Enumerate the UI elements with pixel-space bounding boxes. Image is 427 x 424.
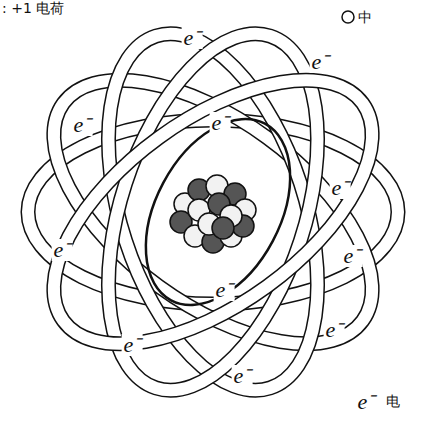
orbit-bands (9, 8, 416, 417)
orbit-band (68, 8, 357, 417)
electron-label: e⁻ (232, 365, 253, 387)
nucleus (170, 175, 256, 253)
orbit-band (68, 8, 357, 417)
orbit-band (9, 29, 416, 395)
orbit-outline (9, 29, 416, 395)
orbit-band (9, 29, 416, 395)
electron-label: e⁻ (342, 245, 363, 267)
orbit-outline (9, 29, 416, 395)
proton-ball (212, 217, 234, 239)
orbit-outline (68, 8, 357, 417)
electron-label: e⁻ (310, 51, 331, 73)
legend-text: : +1 电荷 (2, 0, 64, 16)
orbit-outline (68, 8, 357, 417)
electron-label: e⁻ (52, 239, 73, 261)
electron-label: e⁻ (214, 279, 235, 301)
neutron-symbol (342, 11, 354, 23)
electron-label: e⁻ (356, 391, 377, 413)
inner-orbit (116, 95, 319, 330)
electron-label: e⁻ (324, 319, 345, 341)
electron-label: e⁻ (210, 112, 231, 134)
electron-label: e⁻ (182, 27, 203, 49)
electron-label: e⁻ (72, 114, 93, 136)
legend-text: 中 (358, 9, 372, 25)
electron-label: e⁻ (330, 177, 351, 199)
legend-text: 电 (386, 393, 400, 409)
electron-label: e⁻ (122, 334, 143, 356)
